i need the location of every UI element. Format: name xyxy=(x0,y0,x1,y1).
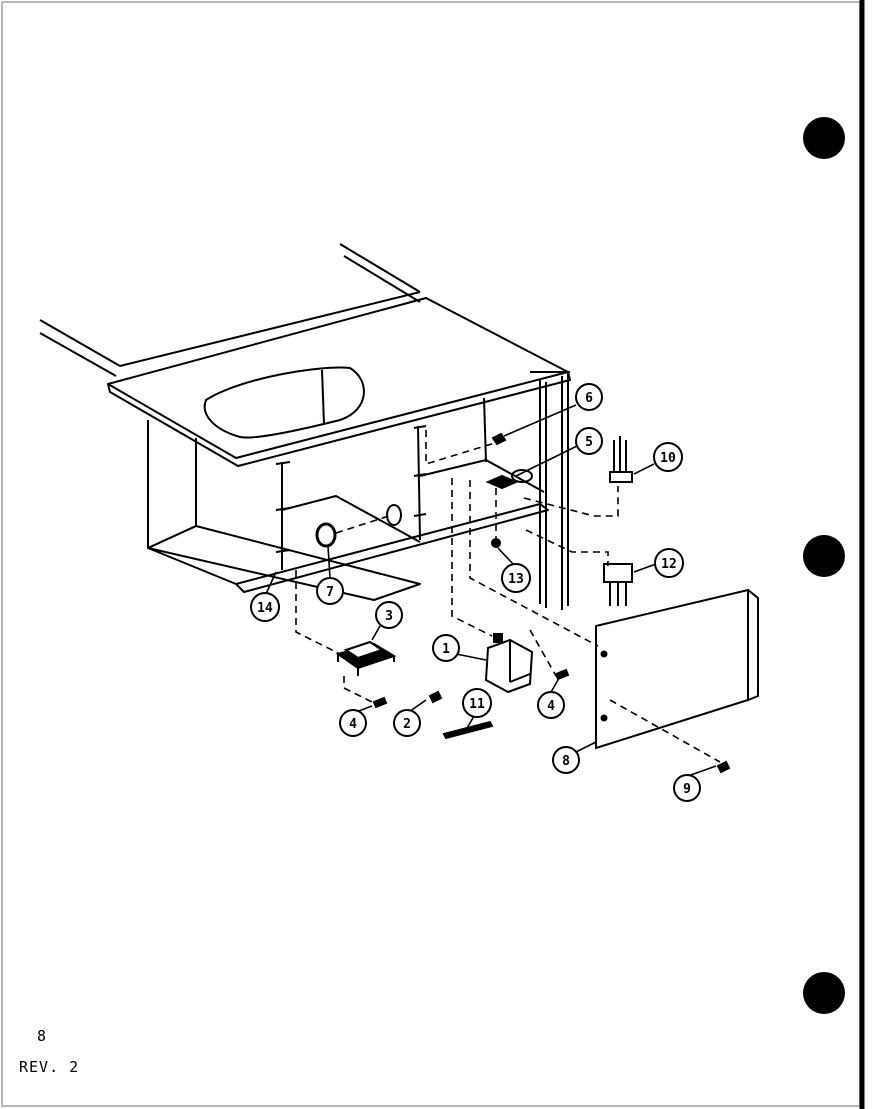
page-number: 8 xyxy=(37,1027,48,1045)
screw-part-6 xyxy=(491,432,507,446)
svg-text:4: 4 xyxy=(547,699,555,714)
revision-label: REV. 2 xyxy=(19,1058,80,1076)
svg-text:10: 10 xyxy=(660,451,676,466)
svg-text:6: 6 xyxy=(585,391,593,406)
callout-4-right: 4 xyxy=(537,691,565,719)
switch-part-3 xyxy=(335,640,397,676)
chassis-base-front-edge xyxy=(235,503,549,593)
svg-text:4: 4 xyxy=(349,717,357,732)
relay-part-12 xyxy=(603,563,633,606)
svg-text:7: 7 xyxy=(326,585,334,600)
nut-part-13 xyxy=(491,538,501,548)
callout-11: 11 xyxy=(462,688,492,718)
callout-9: 9 xyxy=(673,774,701,802)
terminal-part-10 xyxy=(609,436,633,483)
callout-4-left: 4 xyxy=(339,709,367,737)
strap-part-11 xyxy=(442,720,494,740)
svg-text:5: 5 xyxy=(585,435,593,450)
callout-10: 10 xyxy=(653,442,683,472)
svg-text:12: 12 xyxy=(661,557,677,572)
svg-text:14: 14 xyxy=(257,601,273,616)
callout-12: 12 xyxy=(654,548,684,578)
svg-text:8: 8 xyxy=(562,754,570,769)
callout-8: 8 xyxy=(552,746,580,774)
callout-3: 3 xyxy=(375,601,403,629)
binder-hole-top xyxy=(803,117,845,159)
callout-1: 1 xyxy=(432,634,460,662)
page-border xyxy=(1,1,861,1107)
svg-text:11: 11 xyxy=(469,697,485,712)
screw-part-2 xyxy=(428,690,443,704)
capacitor-part-1 xyxy=(484,633,534,694)
callout-bubbles: 1 2 3 4 4 5 6 7 8 9 10 11 12 13 14 xyxy=(250,383,701,802)
callout-14: 14 xyxy=(250,592,280,622)
svg-text:1: 1 xyxy=(442,642,450,657)
svg-text:2: 2 xyxy=(403,717,411,732)
top-plate-cutout xyxy=(203,366,365,439)
parts xyxy=(315,432,759,774)
callout-13: 13 xyxy=(501,563,531,593)
callout-7: 7 xyxy=(316,577,344,605)
callout-6: 6 xyxy=(575,383,603,411)
callout-2: 2 xyxy=(393,709,421,737)
svg-text:13: 13 xyxy=(508,572,524,587)
screw-part-4-left xyxy=(372,696,388,709)
svg-text:3: 3 xyxy=(385,609,393,624)
screw-part-4-right xyxy=(554,668,570,681)
assembly-lines xyxy=(295,430,721,763)
callout-5: 5 xyxy=(575,427,603,455)
cover-panel-part-8 xyxy=(595,588,759,750)
callout-leaders xyxy=(265,404,717,777)
svg-text:9: 9 xyxy=(683,782,691,797)
binder-hole-bottom xyxy=(803,972,845,1014)
screw-part-9 xyxy=(716,760,731,774)
chassis-assembly xyxy=(39,243,571,610)
grommet-part xyxy=(315,522,337,548)
bracket-part xyxy=(485,474,519,490)
binder-hole-middle xyxy=(803,535,845,577)
